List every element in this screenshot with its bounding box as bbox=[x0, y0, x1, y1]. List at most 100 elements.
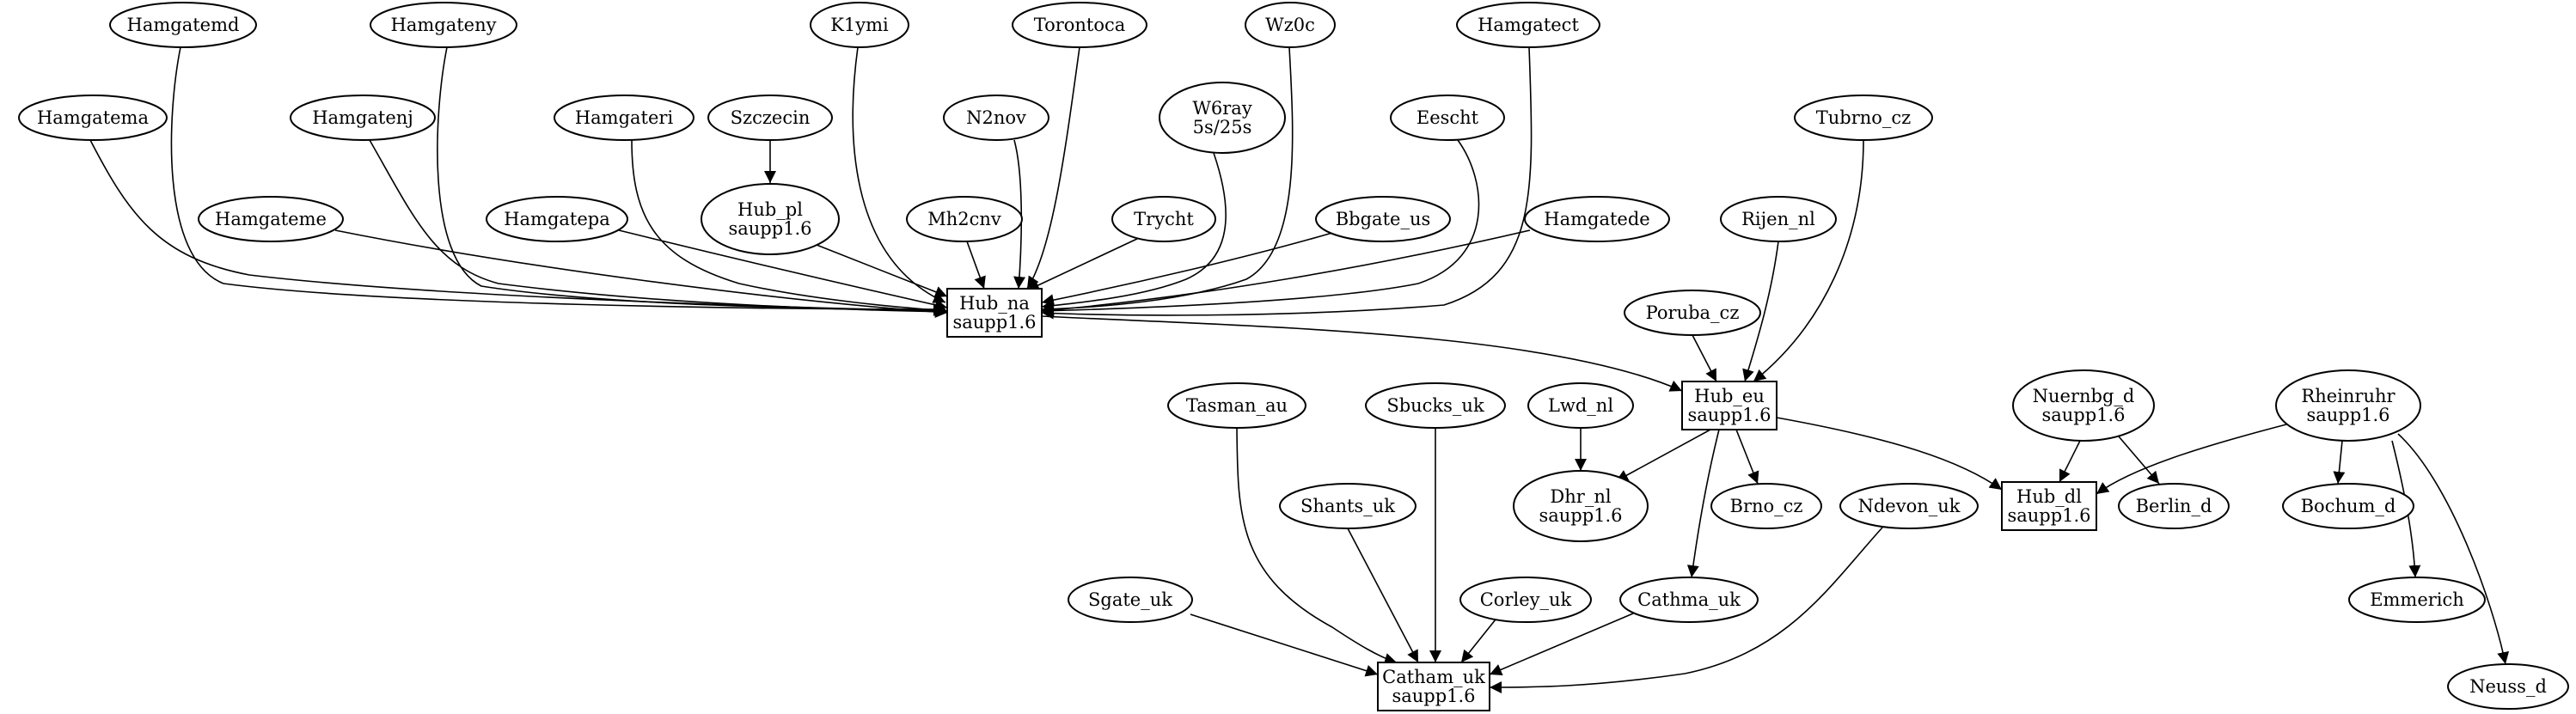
node-rijen_nl: Rijen_nl bbox=[1720, 196, 1837, 242]
node-mh2cnv: Mh2cnv bbox=[906, 196, 1023, 242]
node-corley_uk: Corley_uk bbox=[1459, 577, 1592, 623]
node-shape-berlin_d bbox=[2118, 483, 2230, 529]
node-shape-sgate_uk bbox=[1068, 577, 1193, 623]
node-shape-dhr_nl bbox=[1513, 470, 1649, 542]
node-label-sgate_uk: Sgate_uk bbox=[1088, 589, 1172, 610]
node-label-mh2cnv: Mh2cnv bbox=[927, 209, 1001, 229]
node-wz0c: Wz0c bbox=[1245, 2, 1336, 48]
node-tubrno_cz: Tubrno_cz bbox=[1794, 95, 1933, 141]
node-label-trycht: Trycht bbox=[1134, 209, 1194, 229]
edge-eescht-to-hub_na bbox=[1041, 139, 1480, 317]
edge-rijen_nl-to-hub_eu bbox=[1742, 241, 1779, 382]
node-label-catham_uk: saupp1.6 bbox=[1392, 686, 1475, 706]
node-shape-bochum_d bbox=[2282, 483, 2414, 529]
node-shape-szczecin bbox=[707, 95, 833, 141]
edge-cathma_uk-to-catham_uk bbox=[1489, 613, 1634, 675]
node-label-eescht: Eescht bbox=[1416, 107, 1479, 128]
node-shape-hamgatenj bbox=[290, 95, 436, 141]
edge-hub_na-to-hub_eu bbox=[1041, 315, 1683, 392]
node-label-neuss_d: Neuss_d bbox=[2469, 676, 2547, 697]
node-label-hub_dl: saupp1.6 bbox=[2007, 505, 2090, 526]
node-shape-lwd_nl bbox=[1527, 382, 1634, 429]
edge-corley_uk-to-catham_uk bbox=[1460, 619, 1496, 663]
node-label-bochum_d: Bochum_d bbox=[2301, 496, 2396, 516]
edge-tasman_au-to-catham_uk bbox=[1236, 427, 1398, 665]
edge-w6ray-to-hub_na bbox=[1041, 152, 1227, 312]
edge-rheinruhr-to-neuss_d bbox=[2397, 433, 2510, 665]
edge-k1ymi-to-hub_na bbox=[852, 46, 946, 303]
node-label-poruba_cz: Poruba_cz bbox=[1646, 302, 1740, 323]
node-shape-tasman_au bbox=[1167, 382, 1306, 429]
node-label-tasman_au: Tasman_au bbox=[1186, 395, 1288, 416]
edge-rheinruhr-to-bochum_d bbox=[2333, 440, 2346, 485]
node-shape-hamgatemd bbox=[109, 2, 257, 48]
node-hamgatema: Hamgatema bbox=[18, 95, 168, 141]
edge-poruba_cz-to-hub_eu bbox=[1692, 334, 1717, 382]
edge-hamgateri-to-hub_na bbox=[631, 139, 948, 316]
node-label-hamgatect: Hamgatect bbox=[1478, 15, 1579, 35]
node-shape-wz0c bbox=[1245, 2, 1336, 48]
edge-hamgatenj-to-hub_na bbox=[369, 139, 948, 318]
node-shape-neuss_d bbox=[2447, 663, 2569, 710]
node-label-berlin_d: Berlin_d bbox=[2136, 496, 2212, 516]
edge-ndevon_uk-to-catham_uk bbox=[1489, 527, 1883, 693]
node-label-hamgatema: Hamgatema bbox=[37, 107, 149, 128]
node-label-brno_cz: Brno_cz bbox=[1730, 496, 1803, 516]
edge-shants_uk-to-catham_uk bbox=[1347, 528, 1419, 663]
node-shape-hamgateri bbox=[554, 95, 694, 141]
node-label-dhr_nl: saupp1.6 bbox=[1539, 505, 1622, 526]
node-shape-hub_eu bbox=[1681, 381, 1778, 430]
edge-hub_eu-to-hub_dl bbox=[1776, 417, 2003, 491]
node-hamgatepa: Hamgatepa bbox=[486, 196, 628, 242]
node-shape-hamgatepa bbox=[486, 196, 628, 242]
node-shape-eescht bbox=[1390, 95, 1505, 141]
node-label-hub_na: Hub_na bbox=[959, 293, 1030, 314]
node-tasman_au: Tasman_au bbox=[1167, 382, 1306, 429]
node-shape-n2nov bbox=[943, 95, 1049, 141]
node-shape-mh2cnv bbox=[906, 196, 1023, 242]
node-label-rijen_nl: Rijen_nl bbox=[1741, 209, 1815, 229]
node-n2nov: N2nov bbox=[943, 95, 1049, 141]
node-label-w6ray: 5s/25s bbox=[1193, 117, 1252, 137]
node-shape-rijen_nl bbox=[1720, 196, 1837, 242]
edge-hamgatemd-to-hub_na bbox=[170, 46, 946, 315]
node-label-hub_dl: Hub_dl bbox=[2016, 486, 2082, 507]
node-trycht: Trycht bbox=[1111, 196, 1216, 242]
edge-hamgateny-to-hub_na bbox=[437, 46, 946, 316]
edge-tubrno_cz-to-hub_eu bbox=[1753, 139, 1864, 382]
node-label-nuernbg_d: saupp1.6 bbox=[2041, 405, 2125, 425]
node-emmerich: Emmerich bbox=[2348, 577, 2486, 623]
edge-hub_eu-to-brno_cz bbox=[1735, 429, 1759, 485]
node-label-emmerich: Emmerich bbox=[2370, 589, 2464, 610]
node-shape-rheinruhr bbox=[2275, 369, 2421, 442]
node-label-sbucks_uk: Sbucks_uk bbox=[1386, 395, 1484, 416]
edge-hamgateme-to-hub_na bbox=[334, 229, 948, 319]
node-label-shants_uk: Shants_uk bbox=[1300, 496, 1395, 516]
node-label-hamgateme: Hamgateme bbox=[215, 209, 327, 229]
node-label-hamgatemd: Hamgatemd bbox=[127, 15, 240, 35]
edge-torontoca-to-hub_na bbox=[1026, 46, 1080, 290]
node-label-bbgate_us: Bbgate_us bbox=[1336, 209, 1431, 229]
node-shape-catham_uk bbox=[1377, 662, 1490, 711]
node-shape-nuernbg_d bbox=[2012, 369, 2155, 442]
node-label-hub_eu: saupp1.6 bbox=[1687, 405, 1771, 425]
node-shape-emmerich bbox=[2348, 577, 2486, 623]
node-bochum_d: Bochum_d bbox=[2282, 483, 2414, 529]
node-shape-hamgateny bbox=[370, 2, 517, 48]
node-label-rheinruhr: saupp1.6 bbox=[2306, 405, 2389, 425]
node-shape-hub_na bbox=[946, 288, 1043, 338]
node-hamgateny: Hamgateny bbox=[370, 2, 517, 48]
node-brno_cz: Brno_cz bbox=[1710, 483, 1822, 529]
node-shape-trycht bbox=[1111, 196, 1216, 242]
node-label-catham_uk: Catham_uk bbox=[1382, 667, 1485, 687]
node-shape-hub_dl bbox=[2001, 481, 2097, 531]
node-label-wz0c: Wz0c bbox=[1265, 15, 1315, 35]
node-hamgatede: Hamgatede bbox=[1524, 196, 1670, 242]
